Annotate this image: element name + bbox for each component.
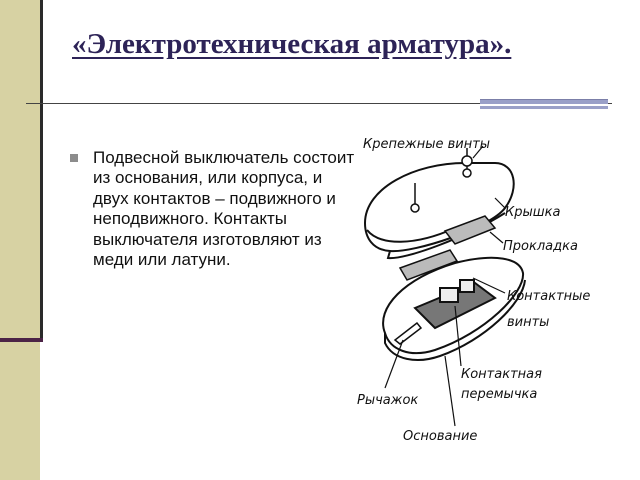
left-band-accent bbox=[0, 338, 43, 342]
title-divider bbox=[26, 103, 612, 104]
label-cover: Крышка bbox=[505, 205, 560, 220]
label-gasket: Прокладка bbox=[503, 239, 578, 254]
slide-title: «Электротехническая арматура». bbox=[72, 28, 512, 60]
bullet-square-icon bbox=[70, 154, 78, 162]
label-contact-screws-line1: Контактные bbox=[507, 289, 590, 304]
label-fastening-screws: Крепежные винты bbox=[363, 137, 490, 152]
gasket-shape bbox=[398, 215, 497, 281]
switch-diagram-svg: Крепежные винты Крышка Прокладка Контакт… bbox=[357, 137, 590, 444]
bullet-text: Подвесной выключатель состоит из основан… bbox=[93, 148, 355, 270]
label-contact-screws-line2: винты bbox=[507, 315, 549, 330]
lever-shape bbox=[393, 321, 423, 345]
label-base: Основание bbox=[403, 429, 477, 444]
label-lever: Рычажок bbox=[357, 393, 418, 408]
cover-shape bbox=[363, 162, 515, 260]
fastening-screw-shapes bbox=[410, 148, 473, 213]
label-contact-bridge-line1: Контактная bbox=[461, 367, 542, 382]
leader-lines bbox=[384, 145, 506, 427]
divider-accent-top bbox=[480, 99, 608, 104]
switch-diagram: Крепежные винты Крышка Прокладка Контакт… bbox=[355, 128, 622, 450]
left-decorative-band bbox=[0, 0, 40, 480]
divider-accent-bottom bbox=[480, 106, 608, 109]
label-contact-bridge-line2: перемычка bbox=[461, 387, 537, 402]
left-band-divider bbox=[40, 0, 43, 340]
